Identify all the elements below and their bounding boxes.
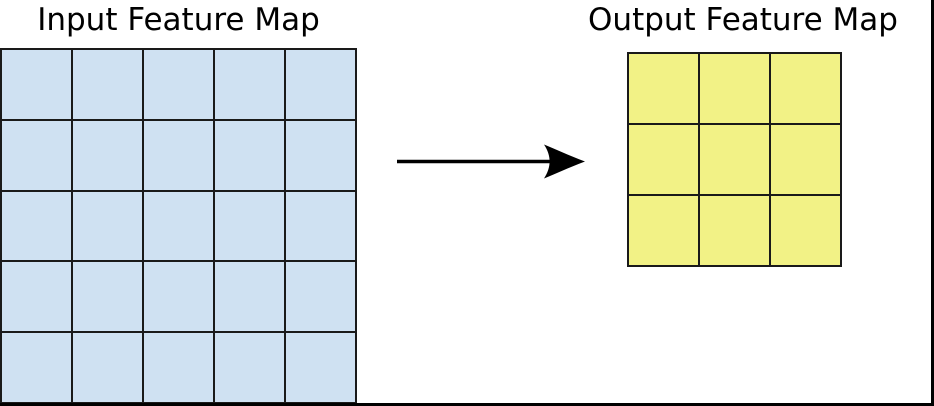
grid-cell: [144, 50, 213, 119]
grid-cell: [771, 196, 840, 265]
grid-cell: [73, 262, 142, 332]
grid-cell: [73, 333, 142, 402]
grid-cell: [700, 125, 769, 194]
grid-cell: [73, 50, 142, 119]
grid-cell: [215, 333, 284, 402]
grid-cell: [286, 191, 355, 261]
grid-cell: [73, 120, 142, 190]
grid-cell: [2, 191, 71, 261]
grid-cell: [73, 191, 142, 261]
grid-cell: [629, 54, 698, 123]
grid-cell: [286, 50, 355, 119]
grid-cell: [144, 120, 213, 190]
grid-cell: [286, 262, 355, 332]
grid-cell: [215, 120, 284, 190]
grid-cell: [2, 50, 71, 119]
output-feature-map-title: Output Feature Map: [588, 2, 898, 38]
grid-cell: [771, 125, 840, 194]
grid-cell: [144, 191, 213, 261]
grid-cell: [144, 333, 213, 402]
grid-cell: [629, 196, 698, 265]
grid-cell: [215, 262, 284, 332]
grid-cell: [629, 125, 698, 194]
grid-cell: [700, 54, 769, 123]
grid-cell: [771, 54, 840, 123]
input-feature-map-grid: [0, 48, 357, 403]
right-arrow-icon: [397, 144, 585, 179]
grid-cell: [215, 50, 284, 119]
grid-cell: [2, 333, 71, 402]
grid-cell: [700, 196, 769, 265]
grid-cell: [286, 333, 355, 402]
output-feature-map-grid: [627, 52, 842, 267]
grid-cell: [215, 191, 284, 261]
input-feature-map-title: Input Feature Map: [37, 2, 320, 38]
grid-cell: [2, 120, 71, 190]
grid-cell: [286, 120, 355, 190]
grid-cell: [2, 262, 71, 332]
grid-cell: [144, 262, 213, 332]
